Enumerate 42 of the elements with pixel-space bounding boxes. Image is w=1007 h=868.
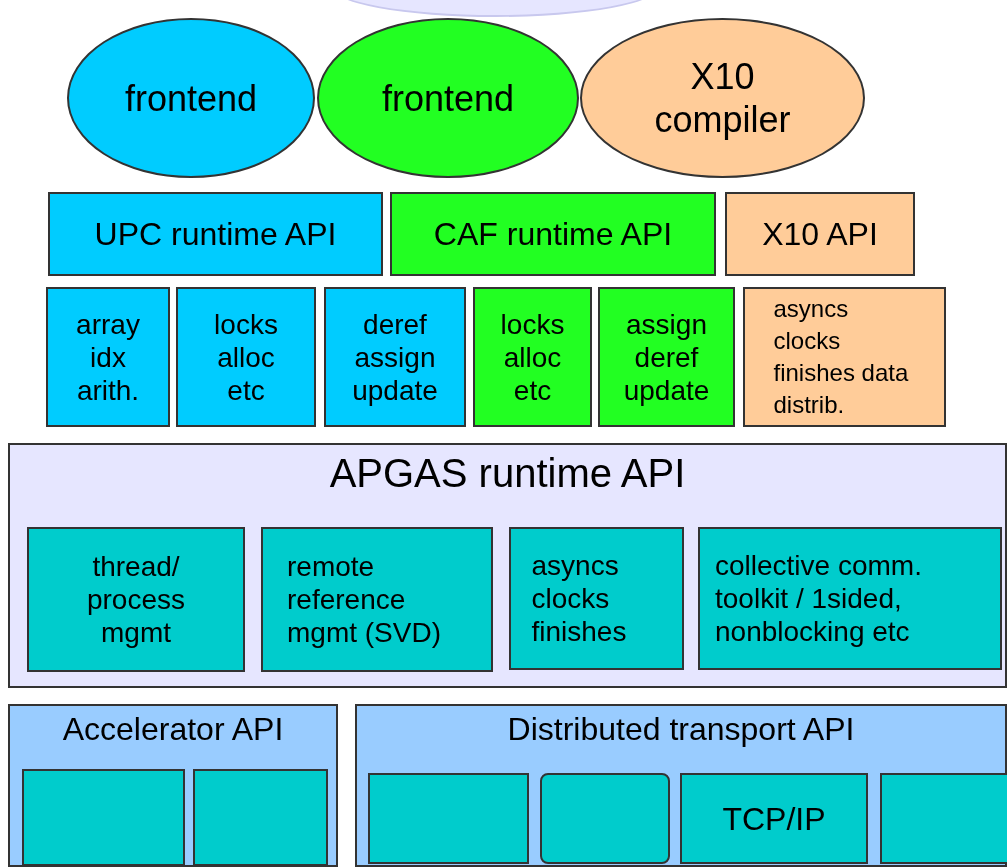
node-label: UPC runtime API (94, 215, 337, 254)
node-label: deref assign update (351, 307, 439, 407)
node-label: frontend (124, 76, 258, 120)
node-label: array idx arith. (75, 307, 141, 407)
feature-box (324, 287, 466, 427)
component-box (193, 769, 328, 866)
feature-box (176, 287, 316, 427)
component-box (509, 527, 684, 670)
node-label: X10 compiler (653, 55, 792, 141)
api-box (48, 192, 383, 276)
node-label: locks alloc etc (213, 307, 279, 407)
node-label: collective comm. toolkit / 1sided, nonblocking etc (715, 549, 923, 648)
api-panel (355, 704, 1007, 867)
node-label: thread/ process mgmt (85, 550, 186, 649)
feature-box (743, 287, 946, 427)
component-box (27, 527, 245, 672)
node-label: assign deref update (622, 307, 711, 407)
node-label: locks alloc etc (499, 307, 566, 407)
component-box (680, 773, 868, 864)
runtime-panel (8, 443, 1007, 688)
node-label: TCP/IP (722, 799, 826, 839)
node-label: asyncs clocks finishes (531, 549, 628, 648)
node-label: APGAS runtime API (329, 450, 686, 497)
api-box (725, 192, 915, 276)
node-label: CAF runtime API (433, 215, 673, 254)
node-label: Accelerator API (62, 710, 284, 748)
feature-box (473, 287, 592, 427)
feature-box (46, 287, 170, 427)
component-box (22, 769, 185, 866)
component-box (261, 527, 493, 672)
component-box (698, 527, 1002, 670)
node-label: frontend (381, 76, 515, 120)
api-box (390, 192, 716, 276)
component-box (880, 773, 1007, 864)
node-label: remote reference mgmt (SVD) (287, 550, 442, 649)
component-box (368, 773, 529, 864)
feature-box (598, 287, 735, 427)
api-panel (8, 704, 338, 867)
component-box (540, 773, 670, 864)
node-label: X10 API (762, 215, 878, 254)
node-label: asyncs clocks finishes data distrib. (773, 294, 910, 420)
node-label: Distributed transport API (507, 710, 855, 748)
